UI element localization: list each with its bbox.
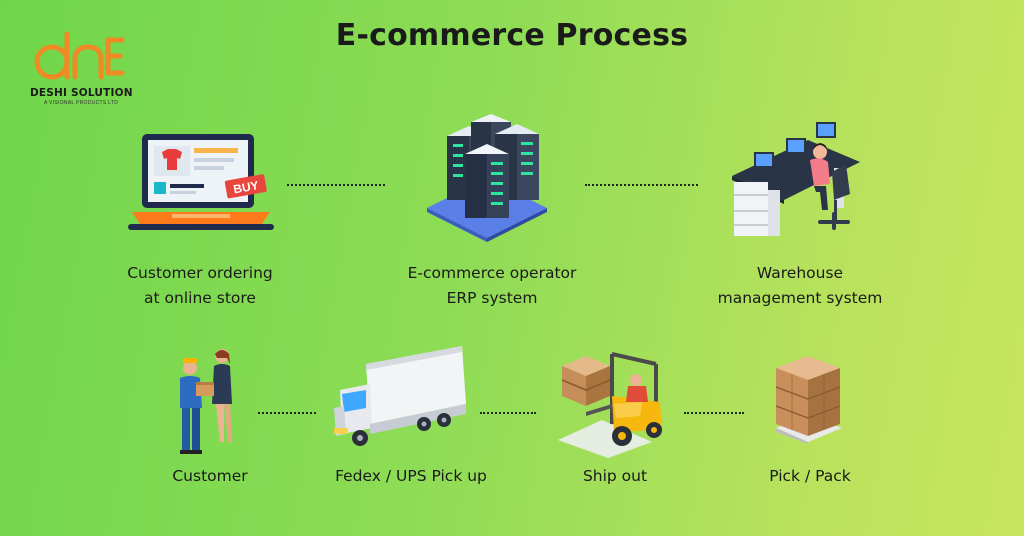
connector-1 bbox=[287, 184, 385, 186]
brand-logo-icon bbox=[34, 31, 125, 80]
node-label-customer: Customer bbox=[172, 467, 248, 485]
node-label-pick-pack: Pick / Pack bbox=[769, 467, 851, 485]
brand-name: DESHI SOLUTION bbox=[30, 87, 133, 99]
diagram-title: E-commerce Process bbox=[335, 18, 689, 53]
connector-3 bbox=[258, 412, 316, 414]
svg-text:BUY: BUY bbox=[232, 178, 259, 196]
laptop-shopping-icon: BUY bbox=[128, 134, 274, 230]
brand-tagline: A VISIONAL PRODUCTS LTD bbox=[44, 100, 119, 106]
connector-5 bbox=[684, 412, 744, 414]
connector-4 bbox=[480, 412, 536, 414]
connector-2 bbox=[585, 184, 698, 186]
node-label-ship-out: Ship out bbox=[582, 467, 648, 485]
node-label-fedex-ups-pickup: Fedex / UPS Pick up bbox=[335, 467, 487, 485]
